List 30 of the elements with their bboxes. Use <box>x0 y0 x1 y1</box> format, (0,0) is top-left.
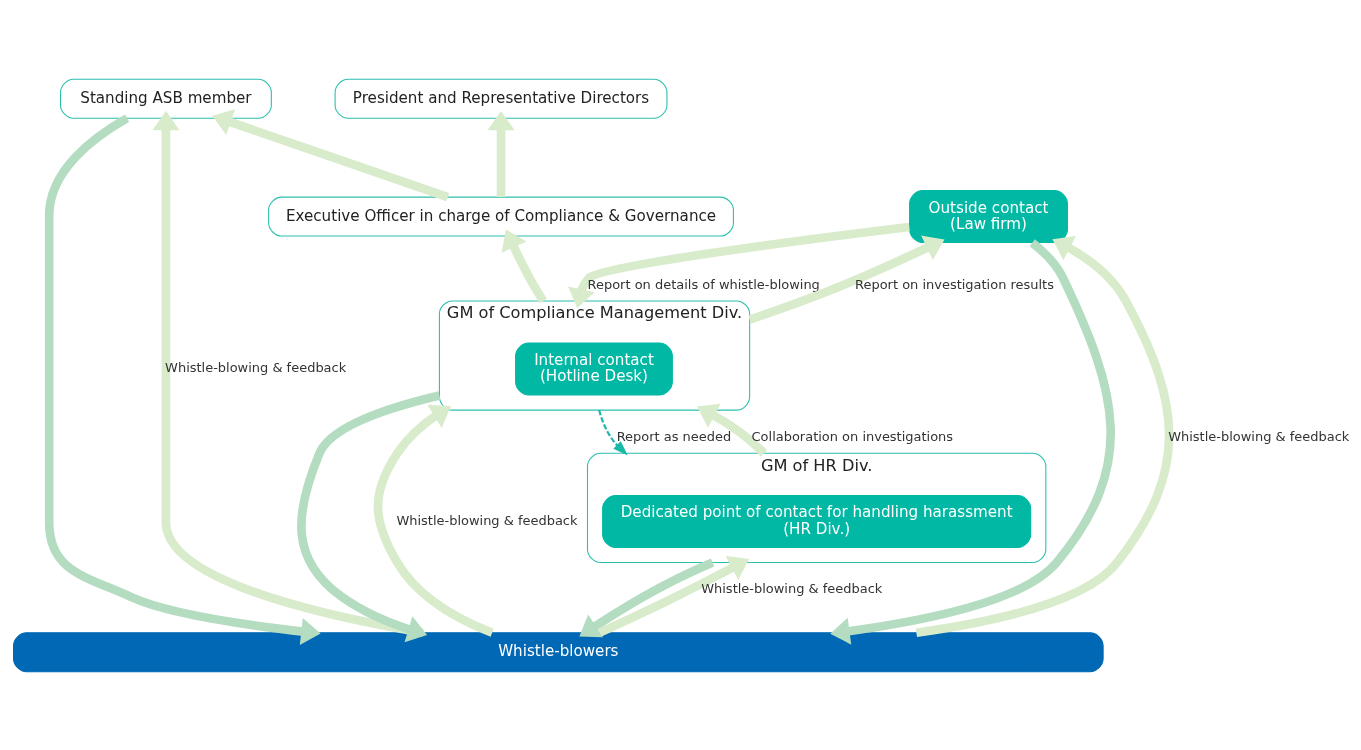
edge-label: Whistle-blowing & feedback <box>700 580 882 596</box>
edge-label: Report as needed <box>616 428 731 444</box>
arrow <box>829 238 1115 645</box>
edge-label: Report on investigation results <box>854 276 1054 292</box>
arrow <box>211 108 449 201</box>
arrow <box>44 114 321 645</box>
edge-label: Report on details of whistle-blowing <box>587 276 820 292</box>
arrow <box>747 235 944 324</box>
arrow <box>915 235 1173 637</box>
arrow <box>373 404 494 637</box>
node-box: Internal contact (Hotline Desk) <box>514 342 673 395</box>
arrow <box>151 110 423 637</box>
arrow <box>501 228 547 303</box>
edge-label: Whistle-blowing & feedback <box>395 512 578 528</box>
arrow <box>597 555 749 637</box>
edge-label: Collaboration on investigations <box>751 428 953 444</box>
node-box: Executive Officer in charge of Compliance & Governance <box>267 196 734 237</box>
node-box: Standing ASB member <box>59 78 272 119</box>
arrow <box>486 110 515 197</box>
arrow <box>597 409 628 456</box>
node-box: President and Representative Directors <box>334 78 667 119</box>
edge-label: Whistle-blowing & feedback <box>164 359 346 375</box>
arrow <box>567 222 910 308</box>
edge-label: Whistle-blowing & feedback <box>1167 428 1349 444</box>
arrow <box>578 558 714 637</box>
arrow <box>296 390 440 642</box>
node-box: Dedicated point of contact for handling harassment (HR Div.) <box>601 494 1031 548</box>
arrow <box>696 403 767 456</box>
node-box: Outside contact (Law firm) <box>908 189 1068 243</box>
node-box: Whistle-blowers <box>12 631 1104 672</box>
